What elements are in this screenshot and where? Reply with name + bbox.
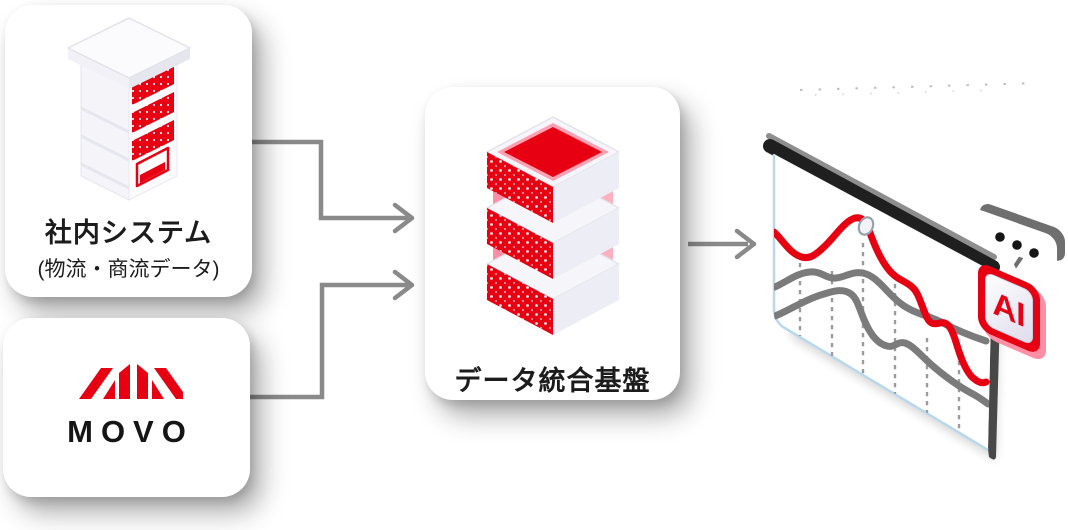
screen-top-bar [763, 139, 1000, 274]
arrow-movo-to-platform [250, 269, 415, 400]
data-platform-title: データ統合基盤 [454, 366, 651, 396]
speech-bubble-icon [972, 204, 1065, 269]
cropped-text-remnants [799, 82, 1041, 96]
server-stack-icon [485, 116, 620, 335]
screen-bottom-edge [772, 309, 989, 452]
dashboard-chart-illustration: AI [763, 133, 1065, 460]
screen-top-stripe [766, 133, 997, 260]
chart-red-line [774, 214, 990, 387]
chart-point-marker [857, 216, 875, 236]
arrow-platform-to-dashboard [688, 228, 757, 260]
screen-face [774, 154, 992, 449]
card-data-platform: データ統合基盤 [425, 87, 680, 400]
internal-system-subtitle: (物流・商流データ) [37, 258, 220, 281]
building-icon [66, 17, 191, 201]
movo-wordmark: MOVO [67, 414, 194, 449]
movo-logo-icon [78, 364, 183, 399]
arrow-internal-to-platform [252, 139, 415, 234]
ai-chip-icon: AI [978, 265, 1046, 360]
chart-gray-line-lower [774, 287, 992, 408]
internal-system-title: 社内システム [44, 218, 213, 248]
card-internal-system: 社内システム (物流・商流データ) [5, 5, 252, 297]
ellipsis-dots [995, 232, 1039, 258]
card-movo: MOVO [3, 318, 250, 497]
